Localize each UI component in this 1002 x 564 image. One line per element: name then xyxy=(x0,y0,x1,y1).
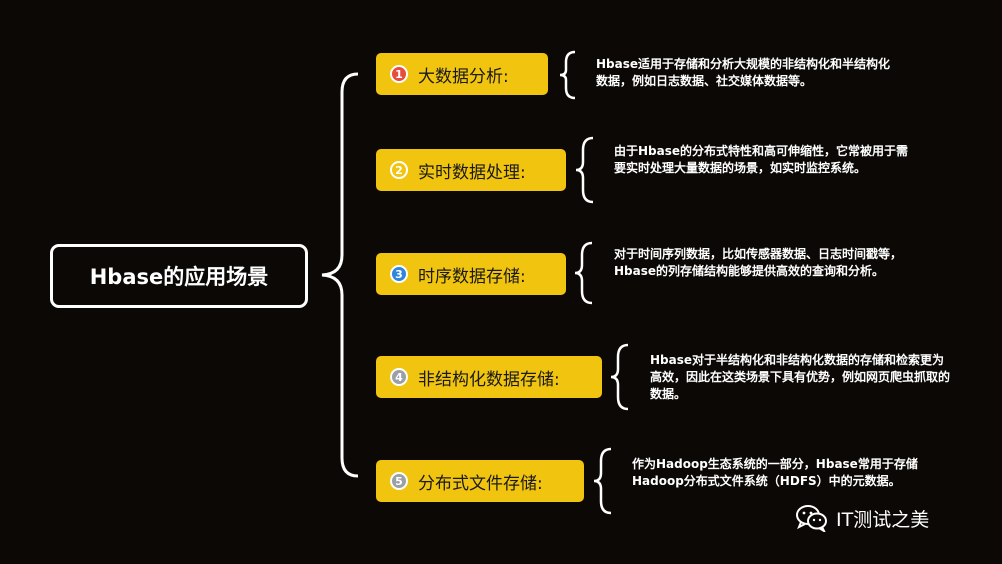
brace-2 xyxy=(575,136,594,204)
node-big-data-analysis: 1 大数据分析: xyxy=(376,53,548,95)
brace-1 xyxy=(559,50,576,100)
node-description: 对于时间序列数据，比如传感器数据、日志时间戳等，Hbase的列存储结构能够提供高… xyxy=(614,247,903,278)
node-description: Hbase适用于存储和分析大规模的非结构化和半结构化数据，例如日志数据、社交媒体… xyxy=(596,57,891,88)
root-label: Hbase的应用场景 xyxy=(89,265,269,289)
main-brace xyxy=(321,72,359,478)
node-label: 时序数据存储: xyxy=(418,266,526,287)
root-node: Hbase的应用场景 xyxy=(50,244,308,308)
node-unstructured-storage: 4 非结构化数据存储: xyxy=(376,356,602,398)
number-badge-icon: 2 xyxy=(390,161,408,179)
node-label: 实时数据处理: xyxy=(418,162,526,183)
number-badge-icon: 1 xyxy=(390,65,408,83)
number-badge-icon: 4 xyxy=(390,368,408,386)
brace-3 xyxy=(574,241,593,305)
node-realtime-processing: 2 实时数据处理: xyxy=(376,149,566,191)
node-description: 由于Hbase的分布式特性和高可伸缩性，它常被用于需要实时处理大量数据的场景，如… xyxy=(614,144,909,175)
node-label: 分布式文件存储: xyxy=(418,473,543,494)
node-distributed-file-storage: 5 分布式文件存储: xyxy=(376,460,584,502)
wechat-icon xyxy=(796,505,827,532)
node-description: 作为Hadoop生态系统的一部分，Hbase常用于存储Hadoop分布式文件系统… xyxy=(632,457,918,488)
number-badge-icon: 5 xyxy=(390,472,408,490)
watermark: IT测试之美 xyxy=(796,504,929,532)
node-description: Hbase对于半结构化和非结构化数据的存储和检索更为高效，因此在这类场景下具有优… xyxy=(650,353,951,401)
brace-4 xyxy=(610,343,629,411)
number-badge-icon: 3 xyxy=(390,265,408,283)
node-timeseries-storage: 3 时序数据存储: xyxy=(376,253,566,295)
watermark-label: IT测试之美 xyxy=(836,508,930,531)
brace-5 xyxy=(593,447,612,515)
node-label: 非结构化数据存储: xyxy=(418,369,560,390)
node-label: 大数据分析: xyxy=(418,66,509,87)
